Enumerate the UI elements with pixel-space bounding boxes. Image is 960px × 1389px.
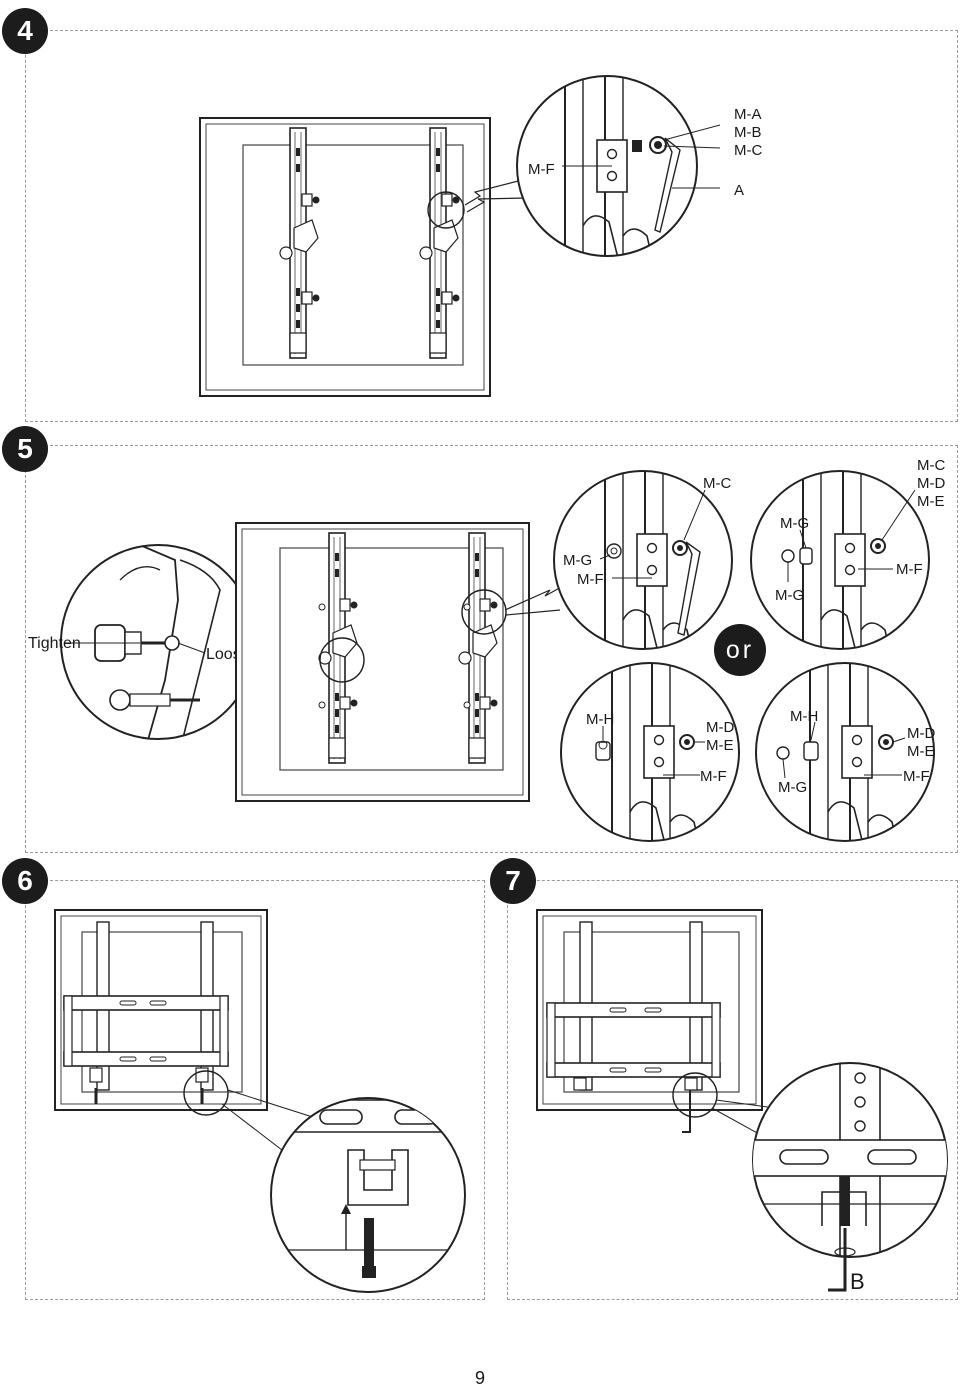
step-7-zoom-circle xyxy=(752,1062,948,1292)
label-c2-m-g-bottom: M-G xyxy=(775,587,804,604)
label-c2-m-g-top: M-G xyxy=(780,515,809,532)
label-c1-m-g: M-G xyxy=(563,552,592,569)
step-6-panel xyxy=(25,880,485,1300)
label-m-c: M-C xyxy=(734,142,762,159)
label-c2-m-c: M-C xyxy=(917,457,945,474)
label-m-f: M-F xyxy=(528,161,555,178)
step-4-panel xyxy=(25,30,958,422)
step-7-tv-with-wall-plate xyxy=(536,909,763,1133)
label-c3-m-h: M-H xyxy=(586,711,614,728)
label-c4-m-h: M-H xyxy=(790,708,818,725)
step-4-badge: 4 xyxy=(2,8,48,54)
step-7-panel xyxy=(507,880,958,1300)
step-4-tv-rear-view xyxy=(199,117,491,397)
label-c3-m-e: M-E xyxy=(706,737,734,754)
step-5-zoom-option-3 xyxy=(560,662,740,842)
step-7-badge: 7 xyxy=(490,858,536,904)
label-c1-m-f: M-F xyxy=(577,571,604,588)
step-5-zoom-option-1 xyxy=(553,470,733,650)
label-tighten: Tighten xyxy=(28,635,81,652)
step-6-tv-with-wall-plate xyxy=(54,909,268,1116)
label-a: A xyxy=(734,182,744,199)
step-5-zoom-option-2 xyxy=(750,470,930,650)
step-5-tighten-zoom xyxy=(60,544,256,740)
step-5-zoom-option-4 xyxy=(755,662,935,842)
or-badge: or xyxy=(714,624,766,676)
label-c2-m-d: M-D xyxy=(917,475,945,492)
label-c1-m-c: M-C xyxy=(703,475,731,492)
label-c3-m-d: M-D xyxy=(706,719,734,736)
step-6-badge: 6 xyxy=(2,858,48,904)
label-c4-m-f: M-F xyxy=(903,768,930,785)
label-c3-m-f: M-F xyxy=(700,768,727,785)
label-m-b: M-B xyxy=(734,124,762,141)
label-c4-m-e: M-E xyxy=(907,743,935,760)
page-number: 9 xyxy=(474,1368,485,1388)
label-c2-m-e: M-E xyxy=(917,493,945,510)
step-5-tv-rear-view xyxy=(235,522,530,802)
step-4-zoom-circle xyxy=(516,75,721,257)
label-c4-m-d: M-D xyxy=(907,725,935,742)
step-4-pointer xyxy=(464,179,526,213)
label-b: B xyxy=(850,1269,865,1294)
label-m-a: M-A xyxy=(734,106,762,123)
step-6-zoom-circle xyxy=(270,1097,466,1293)
step-5-badge: 5 xyxy=(2,426,48,472)
step-5-panel xyxy=(25,445,958,853)
label-c4-m-g: M-G xyxy=(778,779,807,796)
label-c2-m-f: M-F xyxy=(896,561,923,578)
